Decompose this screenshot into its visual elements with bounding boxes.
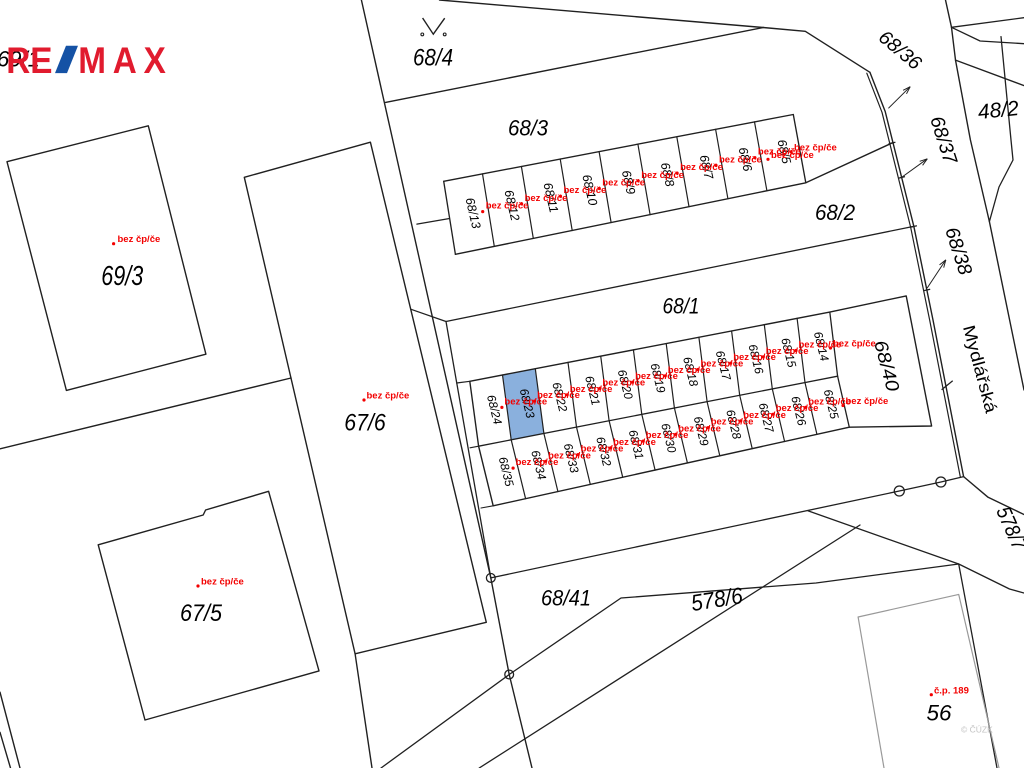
svg-text:bez čp/če: bez čp/če <box>548 450 591 461</box>
svg-text:bez čp/če: bez čp/če <box>118 234 161 245</box>
svg-text:bez čp/če: bez čp/če <box>537 390 580 401</box>
svg-text:bez čp/če: bez čp/če <box>833 339 876 350</box>
svg-text:bez čp/če: bez čp/če <box>641 170 684 181</box>
svg-text:bez čp/če: bez čp/če <box>678 423 721 434</box>
svg-text:68/10: 68/10 <box>579 173 600 207</box>
svg-text:56: 56 <box>927 701 953 726</box>
svg-text:bez čp/če: bez čp/če <box>504 396 547 407</box>
svg-text:bez čp/če: bez čp/če <box>776 403 819 414</box>
svg-text:68/11: 68/11 <box>540 181 560 214</box>
svg-text:bez čp/če: bez čp/če <box>758 147 801 158</box>
svg-text:bez čp/če: bez čp/če <box>668 365 711 376</box>
svg-text:68/8: 68/8 <box>658 161 677 188</box>
svg-text:bez čp/če: bez čp/če <box>701 359 744 370</box>
svg-text:68/9: 68/9 <box>619 169 638 196</box>
svg-text:bez čp/če: bez čp/če <box>766 346 809 357</box>
svg-text:bez čp/če: bez čp/če <box>733 352 776 363</box>
svg-text:bez čp/če: bez čp/če <box>602 377 645 388</box>
svg-text:RE: RE <box>6 41 52 82</box>
svg-text:bez čp/če: bez čp/če <box>201 577 244 588</box>
svg-text:bez čp/če: bez čp/če <box>719 154 762 165</box>
svg-text:bez čp/če: bez čp/če <box>564 185 607 196</box>
svg-text:bez čp/če: bez čp/če <box>743 410 786 421</box>
svg-text:69/3: 69/3 <box>101 260 143 291</box>
svg-text:č.p. 189: č.p. 189 <box>934 686 969 697</box>
svg-text:MAX: MAX <box>78 41 173 82</box>
svg-text:bez čp/če: bez čp/če <box>846 396 889 407</box>
svg-text:bez čp/če: bez čp/če <box>635 371 678 382</box>
svg-text:48/2: 48/2 <box>977 97 1020 124</box>
svg-text:© ČÚZK: © ČÚZK <box>961 725 993 735</box>
svg-text:bez čp/če: bez čp/če <box>771 150 814 161</box>
svg-text:bez čp/če: bez čp/če <box>602 178 645 189</box>
svg-text:68/2: 68/2 <box>815 200 855 225</box>
svg-text:bez čp/če: bez čp/če <box>646 430 689 441</box>
svg-text:67/5: 67/5 <box>180 600 223 627</box>
svg-text:bez čp/če: bez čp/če <box>486 201 529 212</box>
svg-text:bez čp/če: bez čp/če <box>680 162 723 173</box>
svg-text:69/1: 69/1 <box>0 47 40 72</box>
svg-text:68/3: 68/3 <box>508 116 549 141</box>
svg-text:68/5: 68/5 <box>774 138 793 165</box>
svg-text:bez čp/če: bez čp/če <box>808 396 851 407</box>
svg-text:bez čp/če: bez čp/če <box>570 384 613 395</box>
svg-text:68/7: 68/7 <box>697 154 716 182</box>
svg-text:bez čp/če: bez čp/če <box>794 142 837 153</box>
svg-text:bez čp/če: bez čp/če <box>581 444 624 455</box>
svg-text:68/13: 68/13 <box>463 196 484 230</box>
svg-text:bez čp/če: bez čp/če <box>613 437 656 448</box>
svg-text:68/1: 68/1 <box>663 294 700 319</box>
svg-text:68/12: 68/12 <box>501 189 522 223</box>
svg-text:bez čp/če: bez čp/če <box>525 193 568 204</box>
svg-text:68/4: 68/4 <box>413 45 453 72</box>
svg-text:bez čp/če: bez čp/če <box>516 457 559 468</box>
svg-text:68/41: 68/41 <box>541 586 591 611</box>
svg-text:bez čp/če: bez čp/če <box>711 417 754 428</box>
svg-text:bez čp/če: bez čp/če <box>367 391 410 402</box>
svg-text:68/6: 68/6 <box>736 146 755 173</box>
svg-text:67/6: 67/6 <box>344 410 386 437</box>
svg-text:bez čp/če: bez čp/če <box>799 340 842 351</box>
